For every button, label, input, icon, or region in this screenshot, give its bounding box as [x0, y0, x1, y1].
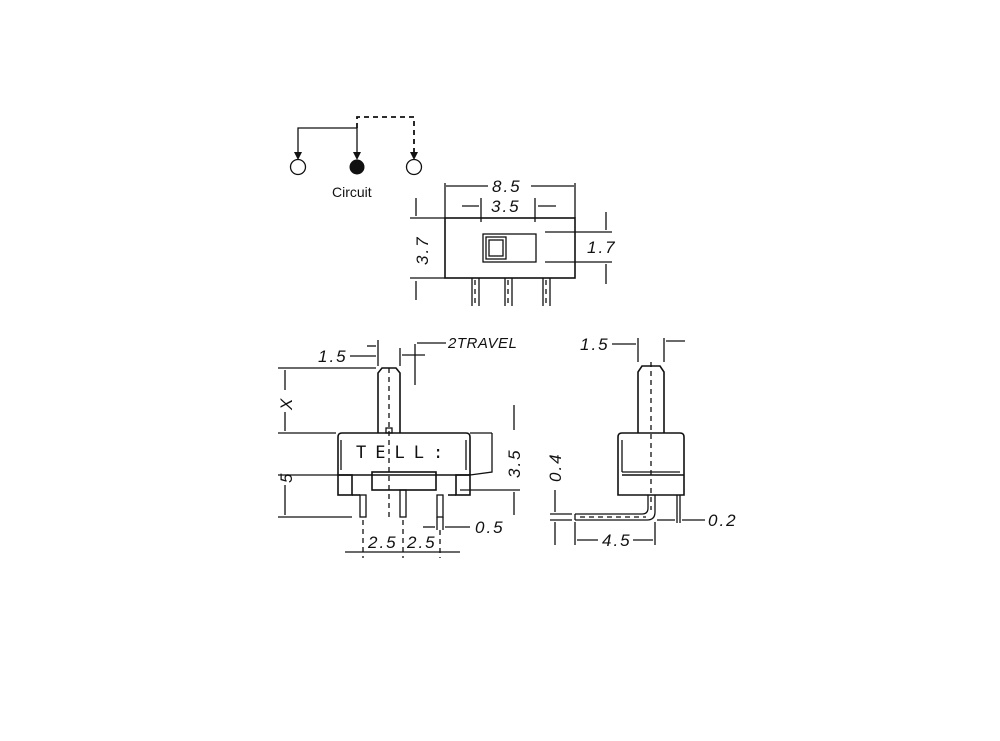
dim-travel-width: 3.5 — [491, 197, 521, 216]
side-dim-actuator-width: 1.5 — [580, 335, 610, 354]
dim-body-height: 3.5 — [505, 448, 524, 478]
front-view: TELL: 1.5 2TRAVEL X 5 — [277, 335, 524, 558]
dim-travel: 2TRAVEL — [447, 335, 517, 352]
dim-pin-width: 0.5 — [475, 518, 505, 537]
dim-lead-thickness: 0.4 — [546, 452, 565, 482]
dim-height: 3.7 — [413, 235, 432, 265]
dim-pitch-left: 2.5 — [367, 533, 398, 552]
dim-offset: 0.2 — [708, 511, 738, 530]
terminal-open-icon — [405, 158, 423, 176]
terminal-open-icon — [289, 158, 307, 176]
side-view: 1.5 0.4 4.5 0.2 — [546, 335, 738, 550]
terminal-common-icon — [349, 159, 365, 175]
top-view: 8.5 3.5 3.7 1.7 — [410, 177, 617, 306]
dim-pitch-right: 2.5 — [406, 533, 437, 552]
dim-actuator-height: 1.7 — [587, 238, 617, 257]
dim-total-width: 8.5 — [492, 177, 522, 196]
dim-actuator-height-x: X — [277, 397, 296, 411]
circuit-diagram: Circuit — [289, 116, 423, 200]
dim-pin-length: 5 — [277, 472, 296, 483]
marking-text: TELL: — [356, 443, 452, 463]
dim-actuator-width: 1.5 — [318, 347, 348, 366]
circuit-label: Circuit — [332, 184, 372, 200]
dim-lead-length: 4.5 — [602, 531, 632, 550]
